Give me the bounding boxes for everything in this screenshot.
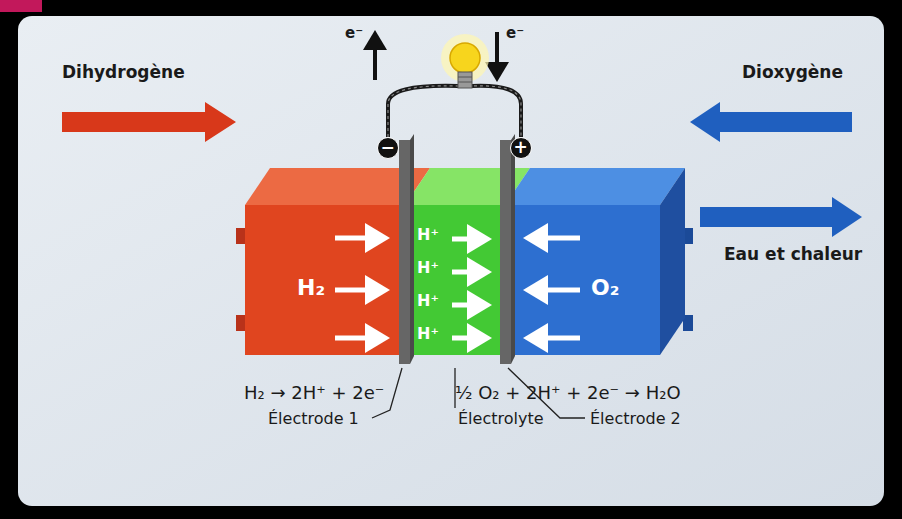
red-face [245, 205, 405, 355]
input-label: Dioxygène [742, 62, 843, 82]
species-label: H⁺ [417, 227, 439, 243]
species-label: H⁺ [417, 326, 439, 342]
blue-side [660, 168, 685, 355]
blue-top [505, 168, 685, 205]
panel [18, 16, 884, 506]
electron-arrow [373, 34, 377, 80]
circuit-wire [388, 86, 521, 137]
electron-arrow [495, 32, 499, 78]
cathode-equation: ½ O₂ + 2H⁺ + 2e⁻ → H₂O [455, 382, 681, 403]
terminal-sign: + [513, 139, 527, 156]
input-label: Dihydrogène [62, 62, 185, 82]
output-label: Eau et chaleur [724, 244, 862, 264]
species-label: O₂ [591, 277, 619, 299]
wire-highlight [388, 86, 521, 137]
part-label: Électrolyte [458, 409, 544, 428]
green-face [405, 205, 505, 355]
electrode-plates [399, 134, 515, 364]
electrolyte-membrane: H⁺ H⁺ H⁺ H⁺ [405, 205, 505, 355]
species-label: H⁺ [417, 260, 439, 276]
species-label: H₂ [297, 277, 325, 299]
white-flow-arrows [335, 238, 580, 338]
species-label: H⁺ [417, 293, 439, 309]
part-label: Électrode 1 [268, 409, 359, 428]
corner-tab [0, 0, 42, 12]
electron-label: e⁻ [345, 24, 363, 42]
anode-equation: H₂ → 2H⁺ + 2e⁻ [244, 382, 384, 403]
oxygen-compartment: O₂ [505, 205, 660, 355]
electron-label: e⁻ [506, 24, 524, 42]
blue-face [505, 205, 660, 355]
hydrogen-compartment: H₂ [245, 205, 405, 355]
negative-terminal: − [377, 137, 399, 159]
terminal-sign: − [380, 139, 394, 156]
part-label: Électrode 2 [590, 409, 681, 428]
positive-terminal: + [510, 137, 532, 159]
